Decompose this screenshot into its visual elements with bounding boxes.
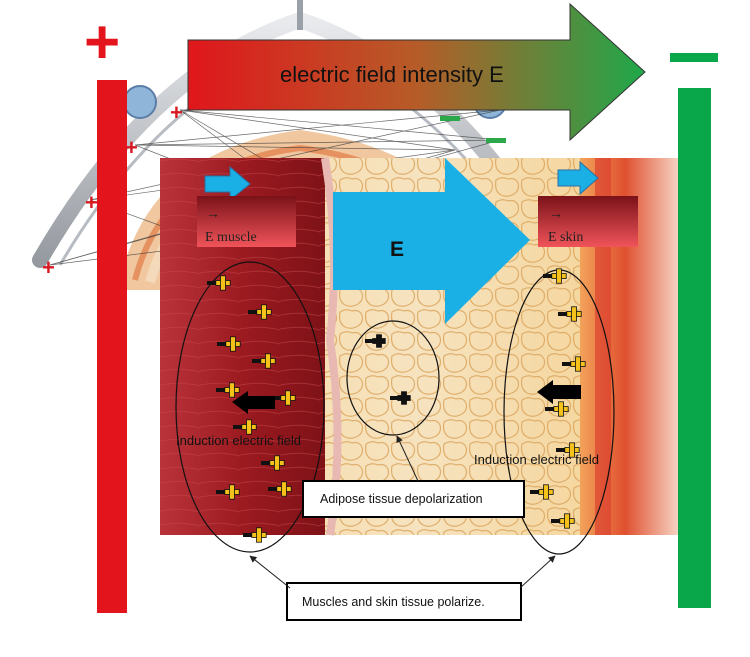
charge-pair <box>216 484 240 500</box>
polarize-callout-text: Muscles and skin tissue polarize. <box>302 595 485 609</box>
charge-pair <box>562 356 586 372</box>
charge-pair <box>556 442 580 458</box>
small-electrode-markers: + + + + <box>42 100 506 280</box>
charge-pair <box>530 484 554 500</box>
small-field-arrows <box>204 160 599 202</box>
skin-induction-arrow <box>537 380 581 404</box>
muscle-region-ellipse <box>175 261 325 553</box>
big-field-label: E <box>390 238 404 261</box>
svg-text:+: + <box>125 135 138 160</box>
polarize-callout: Muscles and skin tissue polarize. <box>249 555 556 621</box>
muscle-vector-mark: → <box>206 207 220 222</box>
negative-electrode <box>670 53 718 608</box>
negative-symbol <box>670 53 718 62</box>
charge-pair <box>365 334 386 348</box>
charge-pairs <box>207 268 586 543</box>
charge-pair <box>543 268 567 284</box>
charge-pair <box>207 275 231 291</box>
muscle-field-box: → E muscle <box>197 196 296 247</box>
muscle-field-label: E muscle <box>205 230 257 245</box>
charge-pair <box>545 401 569 417</box>
charge-pair <box>268 481 292 497</box>
charge-pair <box>233 419 257 435</box>
charge-pair <box>261 455 285 471</box>
svg-text:+: + <box>42 255 55 280</box>
charge-pair <box>551 513 575 529</box>
charge-pair <box>216 382 240 398</box>
charge-pair <box>272 390 296 406</box>
skin-vector-mark: → <box>549 207 563 222</box>
induction-arrows <box>232 380 581 414</box>
charge-pair <box>243 527 267 543</box>
skin-field-label: E skin <box>548 230 583 245</box>
charge-pair <box>217 336 241 352</box>
positive-symbol: + <box>84 8 120 77</box>
adipose-region-ellipse <box>346 320 440 436</box>
charge-pair <box>252 353 276 369</box>
charge-pair <box>558 306 582 322</box>
positive-electrode: + <box>84 8 127 613</box>
muscle-induction-arrow <box>232 391 275 414</box>
charge-pair <box>248 304 272 320</box>
field-intensity-label: electric field intensity E <box>280 62 504 87</box>
skin-induction-label: Induction electric field <box>474 452 599 467</box>
svg-text:+: + <box>85 190 98 215</box>
charge-pair <box>390 391 411 405</box>
field-intensity-arrow: electric field intensity E <box>187 2 646 142</box>
svg-text:+: + <box>170 100 183 125</box>
big-field-arrow: E <box>333 158 530 324</box>
skin-field-box: → E skin <box>538 196 638 247</box>
adipose-callout-text: Adipose tissue depolarization <box>320 492 483 506</box>
muscle-induction-label: Induction electric field <box>176 433 301 448</box>
adipose-callout: Adipose tissue depolarization <box>302 435 525 518</box>
